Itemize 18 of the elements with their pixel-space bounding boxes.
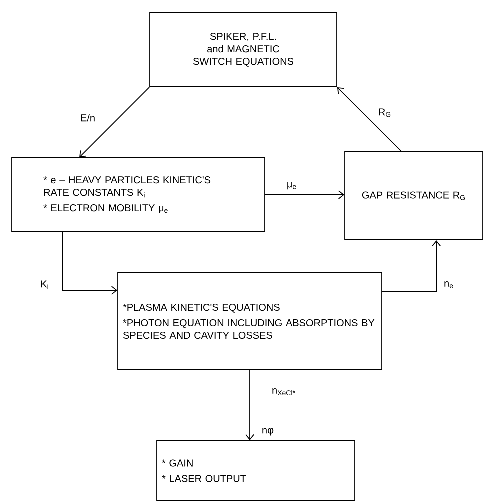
arrow bbox=[80, 87, 150, 158]
arrow bbox=[337, 87, 402, 152]
signal-label: nφ bbox=[260, 427, 276, 437]
arrow bbox=[265, 190, 345, 200]
process-box: * GAIN * LASER OUTPUT bbox=[156, 440, 356, 502]
arrow bbox=[246, 370, 254, 441]
arrow bbox=[62, 232, 118, 295]
edge-label: R$_{G}$ bbox=[377, 108, 393, 118]
process-box: SPIKER, P.F.L. and MAGNETIC SWITCH EQUATIONS bbox=[150, 12, 338, 88]
process-box: *PLASMA KINETIC'S EQUATIONS *PHOTON EQUATION INCLUDING ABSORPTIONS BY SPECIES AND CAVITY LOSSES bbox=[118, 272, 382, 370]
process-box: GAP RESISTANCE R$_{G}$ bbox=[344, 152, 484, 240]
edge-label: K$_{i}$ bbox=[40, 280, 50, 290]
arrow bbox=[382, 240, 441, 292]
edge-label: E/n bbox=[80, 113, 96, 123]
edge-label: μ$_{e}$ bbox=[286, 181, 298, 191]
process-box: * e – HEAVY PARTICLES KINETIC'S RATE CONSTANTS K$_{i}$ * ELECTRON MOBILITY μ$_{e}$ bbox=[12, 158, 266, 232]
edge-label: n$_{e}$ bbox=[443, 280, 455, 290]
edge-label: n$_{XeCl*}$ bbox=[271, 387, 297, 397]
